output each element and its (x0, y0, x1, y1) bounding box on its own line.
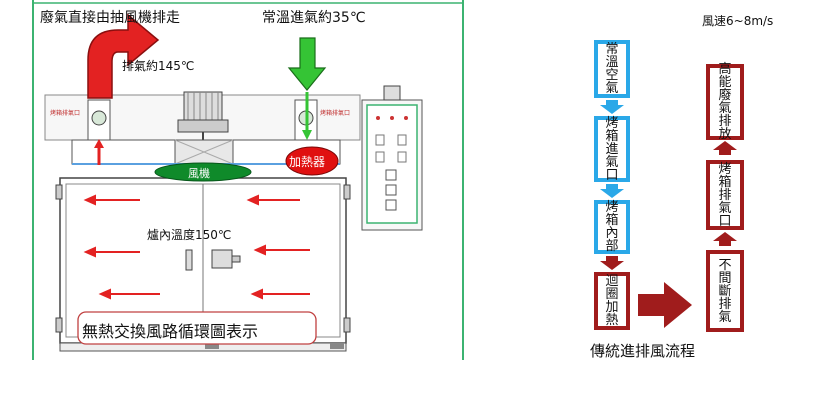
flow-title: 傳統進排風流程 (590, 342, 696, 360)
flow-node-text: 烤箱內部 (605, 200, 619, 254)
flow-node-oven-inlet: 烤箱進氣口 (594, 116, 630, 182)
flow-node-continuous-exhaust: 不間斷排氣 (706, 250, 744, 332)
flow-node-text: 常溫空氣 (605, 42, 619, 96)
flow-node-loop-heating: 迴圈加熱 (594, 272, 630, 330)
flow-node-text: 烤箱排氣口 (718, 161, 732, 229)
flow-node-oven-interior: 烤箱內部 (594, 200, 630, 254)
heater-label: 加熱器 (289, 155, 326, 169)
flow-chart: 常溫空氣 烤箱進氣口 烤箱內部 迴圈加熱 高能廢氣排放 烤箱排氣口 不間斷排氣 (560, 30, 818, 370)
diagram-caption: 無熱交換風路循環圖表示 (82, 322, 259, 341)
flow-node-text: 迴圈加熱 (605, 274, 619, 328)
fan-label: 風機 (188, 167, 210, 180)
flow-node-ambient-air: 常溫空氣 (594, 40, 630, 98)
inlet-label: 常溫進氣約35℃ (262, 10, 366, 26)
flow-node-oven-exhaust: 烤箱排氣口 (706, 160, 744, 230)
flow-node-text: 不間斷排氣 (718, 257, 732, 325)
flow-arrows (600, 100, 737, 328)
oven-diagram-graphic (32, 0, 464, 360)
intake-port-label: 烤箱排氣口 (320, 110, 351, 117)
exhaust-port-label: 烤箱排氣口 (50, 110, 81, 117)
flow-node-waste-gas-discharge: 高能廢氣排放 (706, 62, 744, 142)
flow-node-text: 烤箱進氣口 (605, 115, 619, 183)
oven-temp-label: 爐內溫度150℃ (147, 228, 232, 242)
exhaust-temp-label: 排氣約145℃ (122, 59, 195, 73)
wind-speed-label: 風速6~8m/s (702, 14, 774, 28)
oven-diagram: 廢氣直接由抽風機排走 常溫進氣約35℃ 排氣約145℃ 烤箱排氣口 烤箱排氣口 … (32, 0, 464, 360)
top-label: 廢氣直接由抽風機排走 (40, 10, 180, 26)
flow-node-text: 高能廢氣排放 (718, 62, 732, 142)
